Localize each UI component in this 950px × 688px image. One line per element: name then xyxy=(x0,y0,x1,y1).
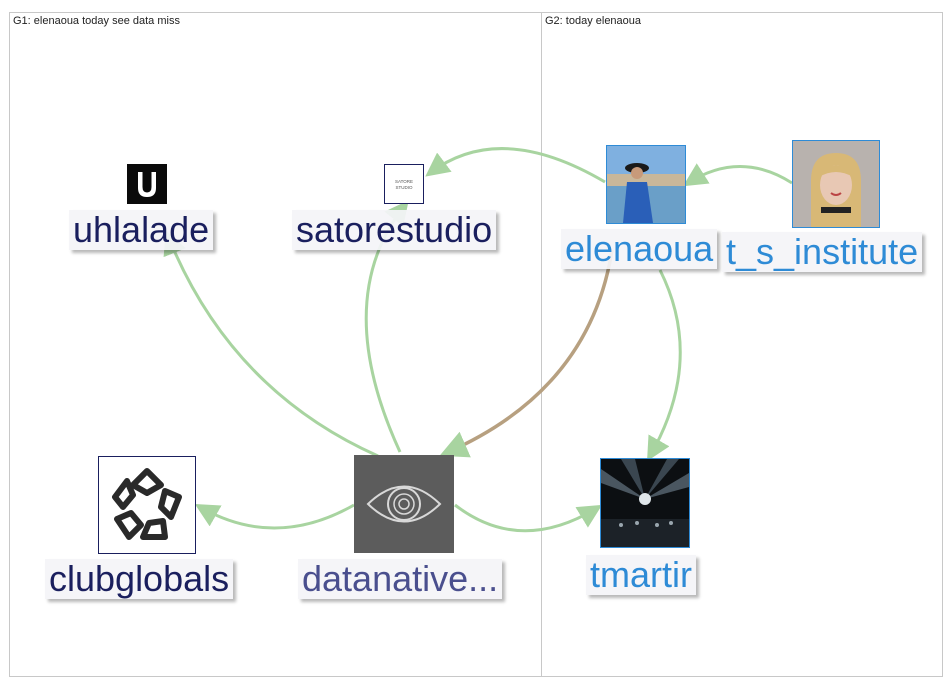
edge-t-s-institute-elenaoua xyxy=(682,163,793,187)
node-uhlalade-label[interactable]: uhlalade xyxy=(69,210,214,250)
node-elenaoua-label[interactable]: elenaoua xyxy=(561,229,718,269)
portrait-photo-icon xyxy=(793,141,879,227)
edge-elenaoua-tmartir xyxy=(647,269,682,462)
u-shield-logo-icon xyxy=(127,164,167,204)
person-photo-icon xyxy=(607,146,685,223)
edge-datanative-tmartir xyxy=(454,503,603,533)
edge-datanative-clubglobals xyxy=(194,503,355,530)
node-t-s-institute-avatar[interactable] xyxy=(792,140,880,228)
node-elenaoua-avatar[interactable] xyxy=(606,145,686,224)
edge-elenaoua-datanative xyxy=(439,249,614,458)
edge-elenaoua-satorestudio xyxy=(425,147,606,184)
group-title-g2: G2: today elenaoua xyxy=(545,15,642,27)
node-clubglobals-avatar[interactable] xyxy=(98,456,196,554)
node-tmartir-label[interactable]: tmartir xyxy=(586,555,696,595)
node-datanative-label[interactable]: datanative... xyxy=(298,559,503,599)
node-datanative-avatar[interactable] xyxy=(354,455,454,553)
node-clubglobals-label[interactable]: clubglobals xyxy=(45,559,234,599)
edge-datanative-uhlalade xyxy=(163,230,379,458)
stage-lights-photo-icon xyxy=(601,459,689,547)
node-tmartir-avatar[interactable] xyxy=(600,458,690,548)
node-t-s-institute-label[interactable]: t_s_institute xyxy=(722,232,923,272)
node-uhlalade-avatar[interactable] xyxy=(127,164,167,204)
group-title-g1: G1: elenaoua today see data miss xyxy=(13,15,180,27)
eye-logo-icon xyxy=(354,455,454,553)
satore-logo-text-2: STUDIO xyxy=(395,185,413,190)
node-satorestudio-label[interactable]: satorestudio xyxy=(292,210,497,250)
satore-logo-text-1: SATORE xyxy=(395,179,413,184)
satore-studio-logo-icon: SATORE STUDIO xyxy=(385,165,423,203)
node-satorestudio-avatar[interactable]: SATORE STUDIO xyxy=(384,164,424,204)
knot-logo-icon xyxy=(99,457,195,553)
